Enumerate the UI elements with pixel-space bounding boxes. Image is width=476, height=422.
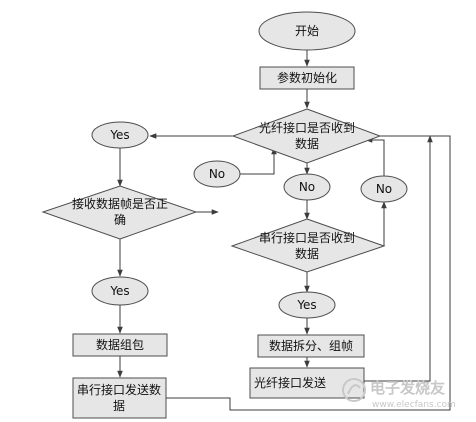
start-node <box>258 11 356 51</box>
yes-left2-node <box>91 276 149 306</box>
no-mid-node <box>283 173 331 201</box>
yes-left-node <box>91 121 149 149</box>
connectors <box>117 50 451 411</box>
pack-label: 数据组包 <box>96 337 144 352</box>
serial-send-label-1: 串行接口发送数 <box>77 382 161 397</box>
split-label: 数据拆分、组帧 <box>269 338 353 353</box>
arrow-fiber-send-loop <box>364 135 433 382</box>
no-right-node <box>360 175 408 203</box>
start-label: 开始 <box>295 24 319 38</box>
no-left-label: No <box>209 167 225 181</box>
init-label: 参数初始化 <box>277 70 337 85</box>
yes-mid-label: Yes <box>296 298 316 312</box>
serial-check-decision <box>230 218 386 273</box>
yes-left2-label: Yes <box>109 284 129 298</box>
serial-check-label-1: 串行接口是否收到 <box>259 230 355 245</box>
yes-mid-node <box>278 291 336 319</box>
fiber-check-decision <box>231 108 382 164</box>
watermark-text: 电子发烧友 <box>370 379 445 397</box>
serial-check-label-2: 数据 <box>295 246 319 261</box>
frame-check-decision <box>41 185 198 240</box>
arrow-serial-send-loop <box>166 133 451 411</box>
fiber-check-label-1: 光纤接口是否收到 <box>259 120 355 135</box>
no-mid-label: No <box>299 180 315 194</box>
watermark-logo-mark-icon <box>347 384 361 395</box>
watermark-logo-icon <box>342 378 366 402</box>
arrow-no-back-to-fiber-check-right <box>365 137 385 176</box>
serial-send-label-2: 据 <box>113 399 125 413</box>
split-node <box>257 334 365 358</box>
frame-check-label-2: 确 <box>114 213 126 227</box>
yes-left-label: Yes <box>109 128 129 142</box>
serial-send-node <box>72 377 167 419</box>
fiber-send-label: 光纤接口发送 <box>254 375 326 390</box>
init-node <box>259 66 355 90</box>
frame-check-label-1: 接收数据帧是否正 <box>72 196 168 211</box>
no-left-node <box>193 160 241 188</box>
fiber-check-label-2: 数据 <box>295 136 319 151</box>
watermark-subtext: www.elecfans.com <box>372 400 456 410</box>
pack-node <box>72 333 168 357</box>
watermark: 电子发烧友 www.elecfans.com <box>342 378 456 410</box>
no-right-label: No <box>376 182 392 196</box>
